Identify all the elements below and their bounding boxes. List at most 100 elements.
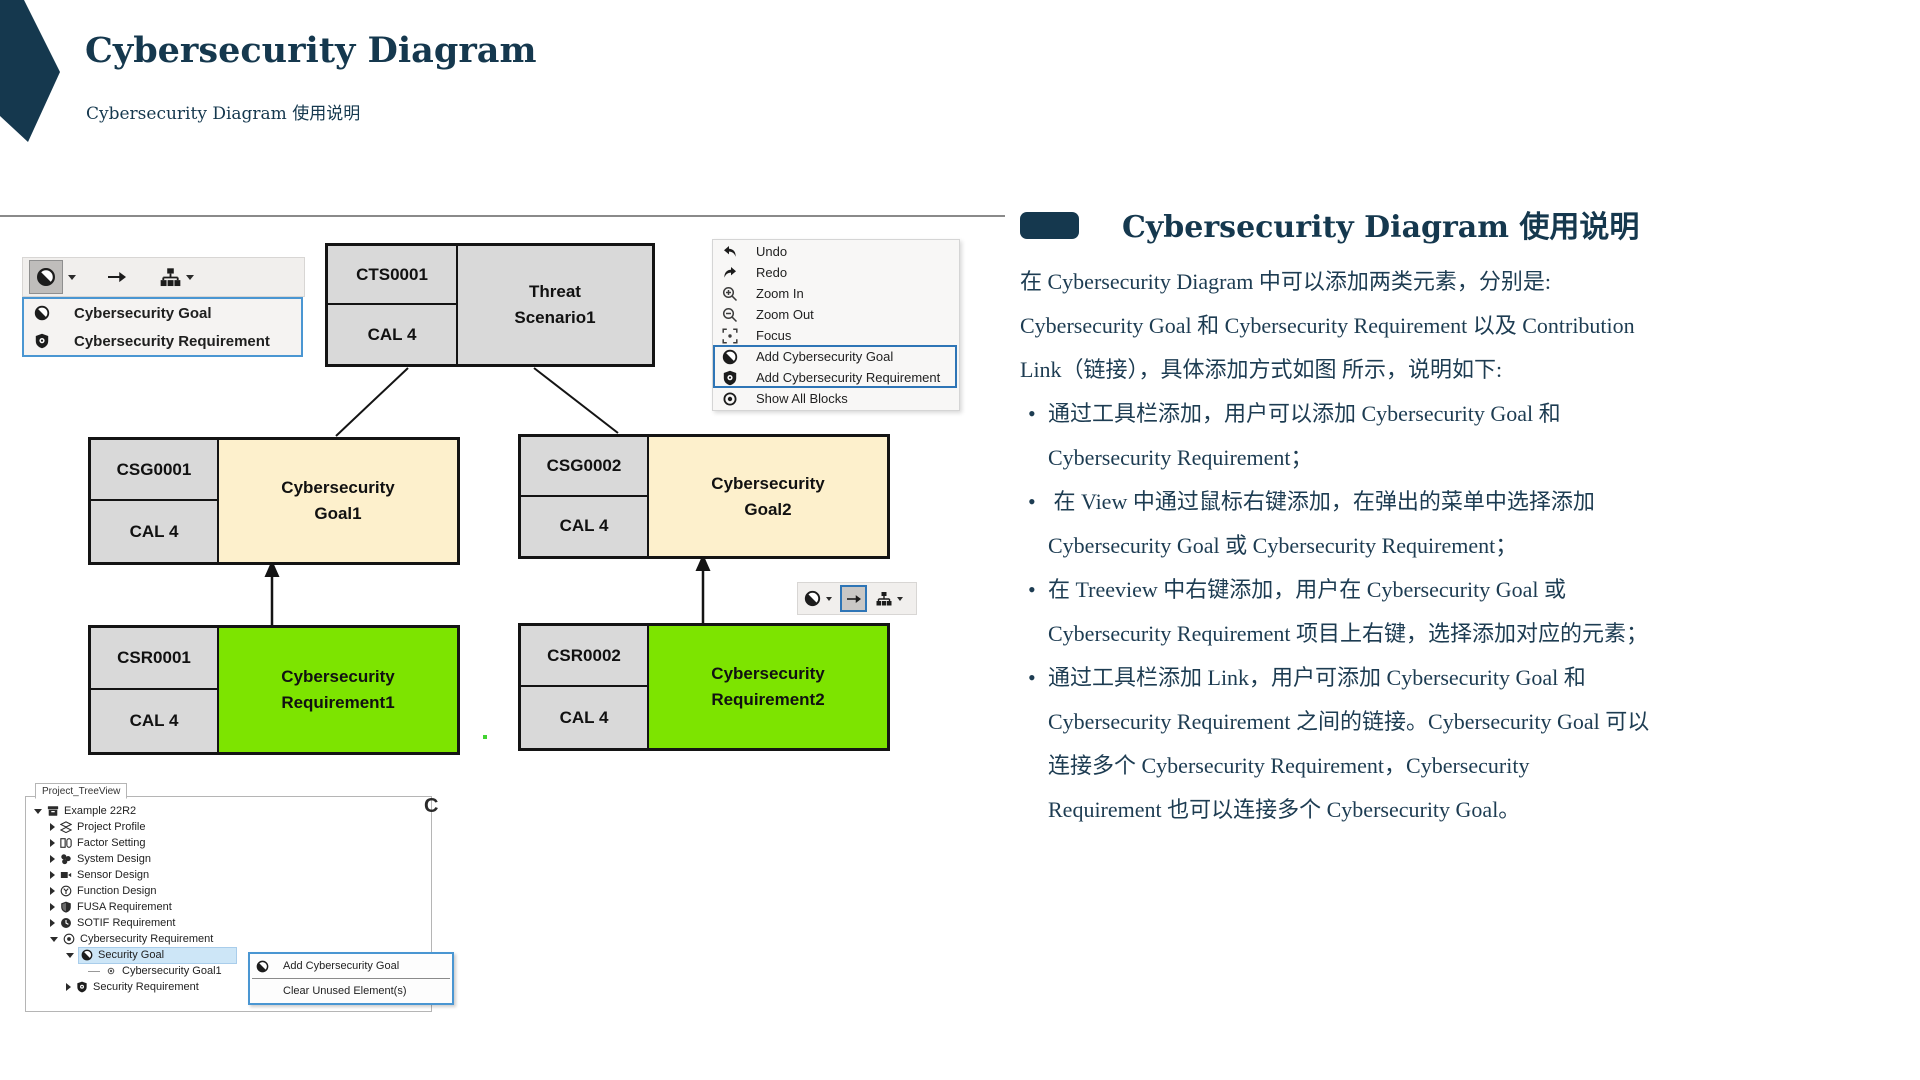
function-icon — [60, 885, 72, 897]
cybersecurity-goal-icon[interactable] — [804, 590, 821, 607]
instruction-line: Requirement 也可以连接多个 Cybersecurity Goal。 — [1048, 797, 1521, 822]
contribution-link-tool-button[interactable] — [102, 268, 132, 286]
bullet-dot: • — [1028, 401, 1036, 426]
block-id-cell: CSG0001 — [91, 440, 219, 501]
cybersecurity-requirement-icon — [34, 333, 50, 349]
tree-guide-line — [88, 970, 100, 972]
tree-item-cybersecurity-requirement[interactable]: Cybersecurity Requirement — [26, 931, 431, 947]
expander-closed-icon[interactable] — [50, 903, 55, 911]
expander-closed-icon[interactable] — [50, 855, 55, 863]
chevron-down-icon[interactable] — [826, 596, 832, 601]
menu-item-add-cybersecurity-requirement[interactable]: Add Cybersecurity Requirement — [713, 367, 959, 388]
diagram-toolbar — [22, 257, 305, 297]
expander-closed-icon[interactable] — [50, 887, 55, 895]
add-goal-tool-button[interactable] — [29, 260, 63, 294]
expander-closed-icon[interactable] — [50, 839, 55, 847]
cybersecurity-requirement-icon — [76, 981, 88, 993]
block-cal-cell: CAL 4 — [91, 501, 219, 562]
menu-item-clear-unused-elements[interactable]: Clear Unused Element(s) — [250, 979, 452, 1003]
menu-item-label: Focus — [756, 328, 792, 343]
instruction-line: 连接多个 Cybersecurity Requirement，Cybersecu… — [1048, 753, 1530, 778]
chevron-down-icon[interactable] — [186, 274, 194, 280]
tree-item-security-goal-selected[interactable]: Security Goal — [26, 947, 431, 963]
header-divider — [0, 215, 1005, 217]
expander-closed-icon[interactable] — [50, 919, 55, 927]
tree-item-sensor-design[interactable]: Sensor Design — [26, 867, 431, 883]
tab-label: Project_TreeView — [42, 785, 121, 797]
tree-item-function-design[interactable]: Function Design — [26, 883, 431, 899]
expander-open-icon[interactable] — [50, 936, 58, 942]
instruction-line: •通过工具栏添加 Link，用户可添加 Cybersecurity Goal 和 — [1028, 656, 1586, 700]
bullet-dot: • — [1028, 577, 1036, 602]
clock-icon — [60, 917, 72, 929]
layout-icon[interactable] — [876, 591, 892, 607]
block-cal-cell: CAL 4 — [91, 690, 219, 752]
block-id-cell: CSR0002 — [521, 626, 649, 687]
contribution-link-tool-selected[interactable] — [840, 585, 867, 612]
expander-closed-icon[interactable] — [50, 871, 55, 879]
menu-item-label: Clear Unused Element(s) — [283, 985, 407, 997]
expander-open-icon[interactable] — [34, 808, 42, 814]
menu-item-add-cybersecurity-goal[interactable]: Add Cybersecurity Goal — [713, 346, 959, 367]
expander-open-icon[interactable] — [66, 952, 74, 958]
menu-item-zoom-in[interactable]: Zoom In — [713, 283, 959, 304]
tree-item-fusa-requirement[interactable]: FUSA Requirement — [26, 899, 431, 915]
menu-item-label: Zoom In — [756, 286, 804, 301]
menu-item-label: Cybersecurity Requirement — [74, 332, 270, 350]
instruction-line: •通过工具栏添加，用户可以添加 Cybersecurity Goal 和 — [1028, 392, 1561, 436]
menu-item-cybersecurity-requirement[interactable]: Cybersecurity Requirement — [24, 328, 301, 354]
menu-item-zoom-out[interactable]: Zoom Out — [713, 304, 959, 325]
menu-item-show-all-blocks[interactable]: Show All Blocks — [713, 388, 959, 409]
tree-item-example-22r2[interactable]: Example 22R2 — [26, 803, 431, 819]
menu-item-cybersecurity-goal[interactable]: Cybersecurity Goal — [24, 300, 301, 326]
instruction-line: Link（链接），具体添加方式如图 所示，说明如下: — [1020, 357, 1503, 382]
cybersecurity-goal-icon — [81, 949, 93, 961]
instruction-line: Cybersecurity Goal 和 Cybersecurity Requi… — [1020, 313, 1635, 338]
tree-item-factor-setting[interactable]: Factor Setting — [26, 835, 431, 851]
instruction-line: Cybersecurity Goal 或 Cybersecurity Requi… — [1048, 533, 1518, 558]
tree-item-sotif-requirement[interactable]: SOTIF Requirement — [26, 915, 431, 931]
add-element-dropdown: Cybersecurity Goal Cybersecurity Require… — [22, 297, 303, 357]
expander-closed-icon[interactable] — [66, 983, 71, 991]
context-menu-highlight-box — [713, 345, 957, 388]
menu-item-undo[interactable]: Undo — [713, 241, 959, 262]
menu-item-focus[interactable]: Focus — [713, 325, 959, 346]
cybersecurity-goal-icon — [36, 267, 56, 287]
block-cal-cell: CAL 4 — [521, 687, 649, 748]
instruction-line: Cybersecurity Requirement 项目上右键，选择添加对应的元… — [1048, 621, 1649, 646]
menu-item-label: Add Cybersecurity Requirement — [756, 370, 941, 385]
bullet-dot: • — [1028, 489, 1036, 514]
eye-icon — [722, 391, 738, 407]
tree-item-project-profile[interactable]: Project Profile — [26, 819, 431, 835]
instruction-line: • 在 View 中通过鼠标右键添加，在弹出的菜单中选择添加 — [1028, 480, 1595, 524]
menu-separator — [252, 978, 450, 979]
zoom-out-icon — [722, 307, 738, 323]
menu-item-label: Undo — [756, 244, 788, 259]
chevron-down-icon[interactable] — [68, 274, 76, 280]
treeview-context-menu: Add Cybersecurity Goal Clear Unused Elem… — [248, 952, 454, 1005]
tab-project-treeview[interactable]: Project_TreeView — [35, 783, 128, 799]
block-id-cell: CSR0001 — [91, 628, 219, 690]
layout-tool-button[interactable] — [160, 267, 181, 288]
menu-item-label: Show All Blocks — [756, 391, 848, 406]
sensor-icon — [60, 869, 72, 881]
focus-icon — [722, 328, 738, 344]
corner-ribbon-shape — [0, 0, 60, 142]
menu-item-redo[interactable]: Redo — [713, 262, 959, 283]
tree-item-security-requirement[interactable]: Security Requirement — [26, 979, 431, 995]
chevron-down-icon[interactable] — [897, 596, 903, 601]
expander-closed-icon[interactable] — [50, 823, 55, 831]
menu-item-add-cybersecurity-goal[interactable]: Add Cybersecurity Goal — [250, 954, 452, 978]
instruction-line: Cybersecurity Requirement； — [1048, 445, 1313, 470]
tree-item-system-design[interactable]: System Design — [26, 851, 431, 867]
tree-item-cybersecurity-goal1[interactable]: Cybersecurity Goal1 — [26, 963, 431, 979]
undo-icon — [722, 244, 738, 260]
section-bullet-bar — [1020, 212, 1079, 239]
